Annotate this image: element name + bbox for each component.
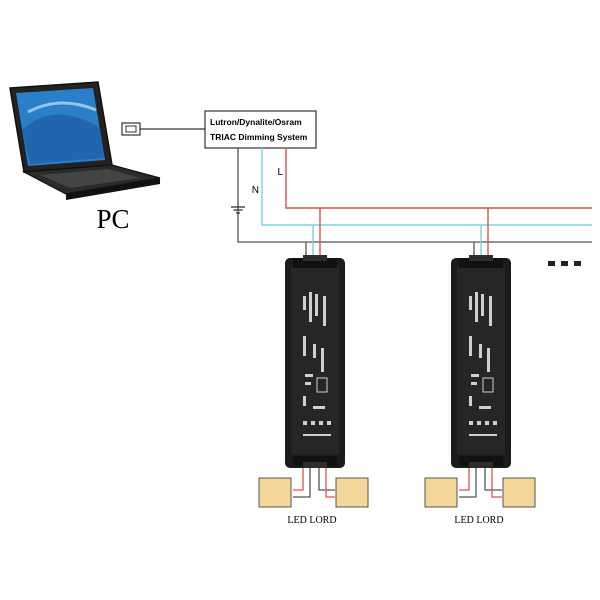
live-wire [285, 148, 592, 209]
dimming-system-box [204, 110, 317, 149]
led-load-pad-1b [335, 477, 369, 508]
neutral-label: N [252, 185, 259, 196]
driver-1-output-wires [293, 468, 335, 498]
earth-wire [237, 148, 592, 243]
live-label: L [277, 167, 283, 178]
led-load-pad-2a [424, 477, 458, 508]
led-driver-1 [285, 255, 345, 468]
ground-icon [231, 206, 245, 214]
led-driver-2 [451, 255, 511, 468]
led-load-label-1: LED LORD [287, 515, 336, 526]
led-load-label-2: LED LORD [454, 515, 503, 526]
dimming-system-line1: Lutron/Dynalite/Osram [210, 117, 302, 127]
dimming-system-line2: TRIAC Dimming System [210, 132, 308, 142]
pc-label: PC [96, 204, 129, 234]
driver-2-output-wires [459, 468, 502, 498]
continuation-dots [548, 261, 581, 266]
neutral-wire [261, 148, 592, 226]
led-load-pad-1a [258, 477, 292, 508]
led-load-pad-2b [502, 477, 536, 508]
laptop-icon [9, 81, 161, 200]
connector-plug-icon [121, 122, 141, 136]
